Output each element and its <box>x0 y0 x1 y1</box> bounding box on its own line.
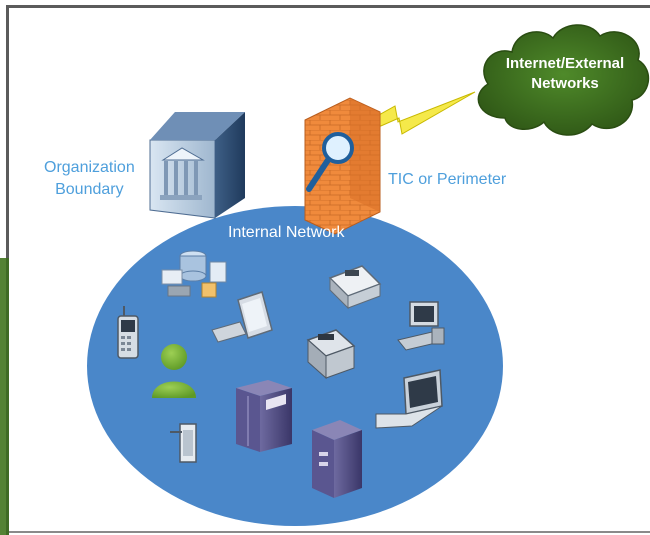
bottom-line <box>9 531 650 533</box>
internal-network-ellipse <box>87 206 503 526</box>
green-strip <box>0 258 9 535</box>
fax-icon <box>306 329 356 380</box>
perimeter-label: TIC or Perimeter <box>388 171 507 188</box>
cloud-line1: Internet/External <box>505 55 625 72</box>
organization-line2: Boundary <box>55 181 124 198</box>
database-icon <box>161 250 227 298</box>
printer-icon <box>328 265 382 310</box>
desktop-icon <box>397 301 445 351</box>
left-border <box>6 5 9 263</box>
monitor-icon <box>211 291 273 343</box>
tower-icon <box>312 420 362 498</box>
organization-boundary-label: Organization Boundary <box>44 157 135 201</box>
building-icon <box>149 112 245 219</box>
cloud-label: Internet/External Networks <box>490 54 640 94</box>
laptop-icon <box>375 369 443 429</box>
cloud-icon <box>477 24 650 136</box>
phone-icon <box>117 306 139 359</box>
top-border <box>6 5 650 8</box>
pda-icon <box>170 423 197 463</box>
internal-network-label: Internal Network <box>228 224 345 241</box>
user-icon <box>152 344 196 398</box>
cloud-line2: Networks <box>531 75 599 92</box>
organization-line1: Organization <box>44 159 135 176</box>
server-icon <box>236 380 292 452</box>
firewall-icon <box>304 97 381 235</box>
